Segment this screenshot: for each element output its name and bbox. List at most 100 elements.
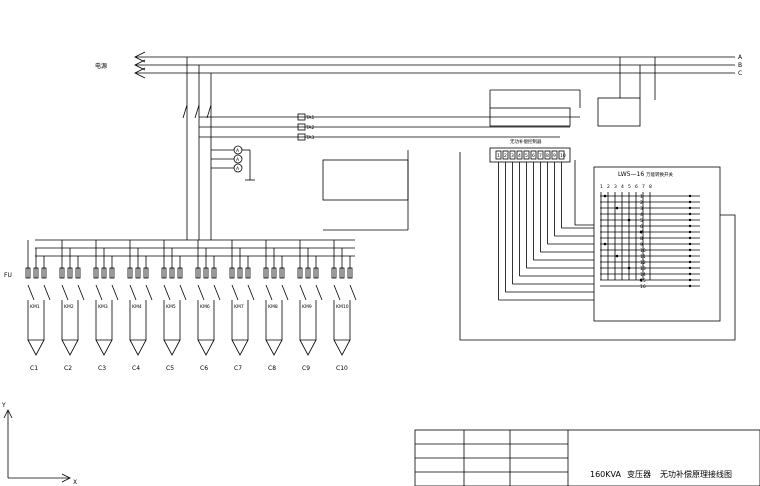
fuse-icon	[177, 267, 183, 279]
ammeter-label: A	[236, 157, 240, 163]
capacitor-icon	[95, 339, 113, 356]
ct-label: TA2	[305, 125, 314, 131]
lw5-contact-dot	[688, 194, 692, 198]
controller-terminal	[551, 150, 558, 160]
contactor-icon	[281, 284, 289, 301]
contactor-icon	[333, 284, 341, 301]
controller-terminal	[544, 150, 551, 160]
fuse-label: FU	[4, 272, 12, 279]
title-capacity: 160KVA	[590, 470, 621, 479]
fuse-icon	[237, 267, 243, 279]
fuse-icon	[245, 267, 251, 279]
bus-label-c: C	[738, 70, 742, 77]
lw5-row-label: 8	[640, 236, 643, 242]
lw5-row-label: 5	[640, 218, 643, 224]
contactor-label: KM5	[166, 304, 176, 310]
ct-icon	[297, 123, 306, 131]
fuse-icon	[339, 267, 345, 279]
lw5-col-label: 7	[642, 184, 645, 190]
fuse-icon	[305, 267, 311, 279]
fuse-icon	[169, 267, 175, 279]
controller-terminal	[509, 150, 516, 160]
lw5-row-label: 1	[640, 194, 643, 200]
controller-terminal-label: 10	[560, 153, 566, 159]
contactor-icon	[145, 284, 153, 301]
capacitor-icon	[129, 339, 147, 356]
lw5-contact-dot	[615, 254, 619, 258]
contactor-label: KM3	[98, 304, 108, 310]
lw5-contact-dot	[603, 194, 607, 198]
lw5-sub-label: 万能转换开关	[646, 171, 673, 178]
lw5-label: LW5—16	[618, 171, 644, 178]
bus-label-a: A	[738, 54, 743, 61]
fuse-icon	[25, 267, 31, 279]
controller-label: 无功补偿控制器	[510, 138, 542, 145]
capacitor-icon	[197, 339, 215, 356]
lw5-contact-dot	[688, 278, 692, 282]
lw5-contact-dot	[688, 260, 692, 264]
lw5-contact-dot	[688, 248, 692, 252]
capacitor-label: C1	[30, 365, 38, 372]
fuse-icon	[93, 267, 99, 279]
lw5-row-label: 15	[640, 278, 646, 284]
contactor-icon	[43, 284, 51, 301]
fuse-icon	[75, 267, 81, 279]
controller-terminal	[558, 150, 565, 160]
fuse-icon	[331, 267, 337, 279]
lw5-contact-dot	[688, 230, 692, 234]
lw5-contact-dot	[603, 242, 607, 246]
lw5-contact-dot	[688, 206, 692, 210]
fuse-icon	[347, 267, 353, 279]
ct-label: TA3	[305, 135, 314, 141]
contactor-icon	[129, 284, 137, 301]
lw5-col-label: 6	[635, 184, 638, 190]
capacitor-icon	[333, 339, 351, 356]
contactor-icon	[247, 284, 255, 301]
controller-terminal	[537, 150, 544, 160]
controller-terminal	[516, 150, 523, 160]
title-drawing-name: 无功补偿原理接线图	[660, 469, 732, 479]
controller-terminal	[502, 150, 509, 160]
fuse-icon	[195, 267, 201, 279]
fuse-icon	[143, 267, 149, 279]
lw5-col-label: 4	[621, 184, 624, 190]
contactor-label: KM4	[132, 304, 142, 310]
lw5-col-label: 3	[614, 184, 617, 190]
contactor-icon	[349, 284, 357, 301]
contactor-icon	[179, 284, 187, 301]
contactor-label: KM10	[336, 304, 349, 310]
controller-terminal-label: 9	[553, 153, 556, 159]
ct-icon	[297, 133, 306, 141]
capacitor-label: C2	[64, 365, 72, 372]
contactor-icon	[27, 284, 35, 301]
fuse-icon	[59, 267, 65, 279]
lw5-row-label: 6	[640, 224, 643, 230]
fuse-icon	[67, 267, 73, 279]
contactor-icon	[197, 284, 205, 301]
lw5-col-label: 2	[607, 184, 610, 190]
capacitor-label: C5	[166, 365, 174, 372]
contactor-icon	[61, 284, 69, 301]
lw5-row-label: 14	[640, 272, 646, 278]
lw5-contact-dot	[688, 236, 692, 240]
contactor-icon	[231, 284, 239, 301]
controller-terminal	[495, 150, 502, 160]
lw5-contact-dot	[688, 200, 692, 204]
axis-x-label: X	[73, 479, 77, 486]
ammeter-label: A	[236, 148, 240, 154]
bus-label-b: B	[738, 62, 742, 69]
controller-terminal-label: 8	[546, 153, 549, 159]
ct-icon	[297, 113, 306, 121]
lw5-col-label: 5	[628, 184, 631, 190]
capacitor-icon	[231, 339, 249, 356]
capacitor-icon	[27, 339, 45, 356]
lw5-contact-dot	[688, 224, 692, 228]
lw5-contact-dot	[639, 230, 643, 234]
contactor-icon	[265, 284, 273, 301]
capacitor-icon	[299, 339, 317, 356]
contactor-label: KM2	[64, 304, 74, 310]
fuse-icon	[41, 267, 47, 279]
fuse-icon	[211, 267, 217, 279]
controller-terminal-label: 6	[532, 153, 535, 159]
fuse-icon	[33, 267, 39, 279]
